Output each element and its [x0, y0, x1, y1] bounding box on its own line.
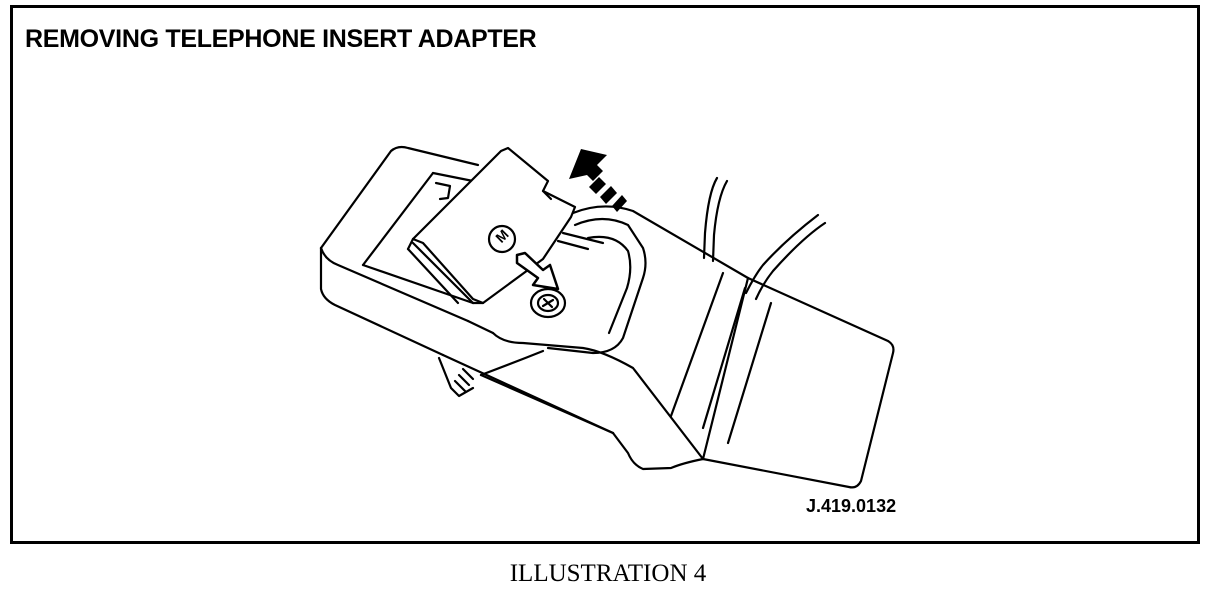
motorola-logo-icon: [487, 224, 517, 254]
cradle-cover: [479, 205, 895, 489]
illustration-caption: ILLUSTRATION 4: [509, 560, 707, 587]
removal-direction-arrow: [569, 149, 627, 212]
release-press-arrow: [515, 251, 560, 291]
release-button: [529, 287, 567, 319]
telephone-cradle-drawing: [319, 145, 895, 489]
illustration-title: REMOVING TELEPHONE INSERT ADAPTER: [25, 25, 537, 53]
reference-code: J.419.0132: [806, 496, 897, 516]
illustration-frame: REMOVING TELEPHONE INSERT ADAPTER: [10, 5, 1200, 544]
cable-lines: [702, 176, 827, 301]
cradle-body: [319, 145, 615, 435]
